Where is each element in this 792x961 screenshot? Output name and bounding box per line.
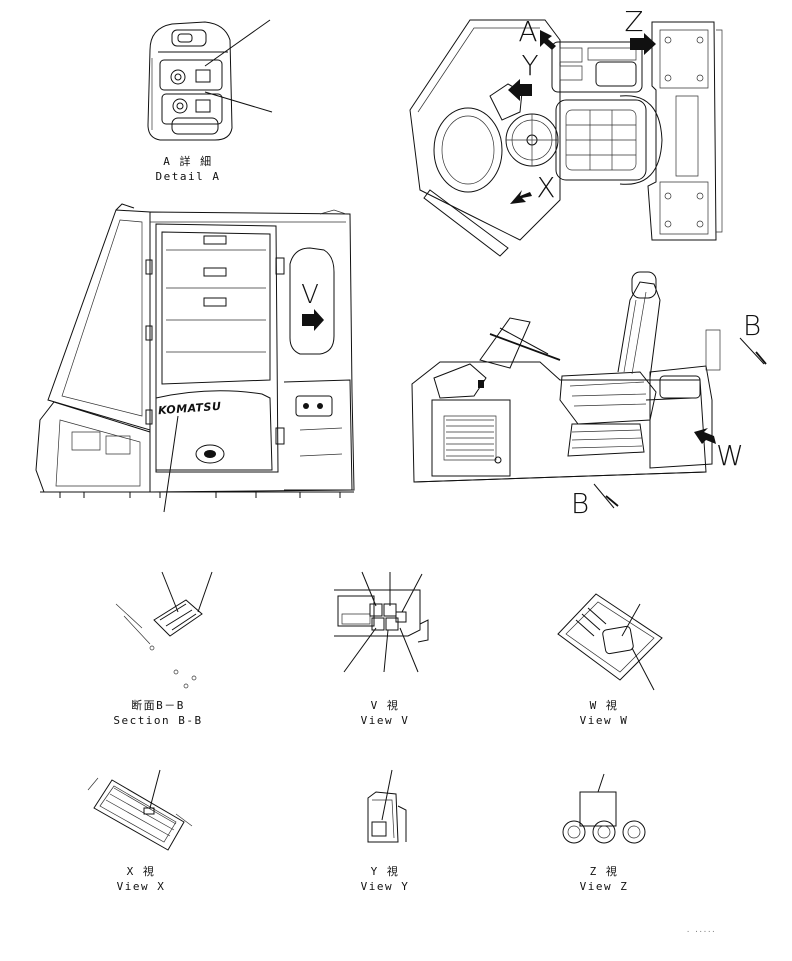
section-letter-b-bottom: B [570,487,590,520]
caption-view-x-en: View X [116,880,166,893]
caption-view-v: V 視 View V [361,698,410,728]
detail-a-drawing [148,20,272,140]
footer-code: · ····· [686,928,716,936]
view-letter-v: V [301,280,319,310]
view-x-drawing [88,770,192,850]
caption-view-z-ja: Z 視 [589,865,619,878]
caption-detail-a-ja: A 詳 細 [163,155,213,168]
caption-view-w-ja: W 視 [589,699,619,712]
caption-view-x: X 視 View X [117,864,166,894]
caption-detail-a: A 詳 細 Detail A [156,154,221,184]
caption-section-bb-en: Section B-B [113,714,203,727]
caption-view-v-en: View V [360,714,410,727]
caption-view-y-ja: Y 視 [370,865,400,878]
view-w-drawing [558,594,662,690]
view-letter-a: A [518,15,538,48]
seat-side-view-drawing [412,272,766,508]
caption-section-bb-ja: 断面B－B [131,699,185,712]
view-letter-y: Y [521,49,539,82]
view-z-drawing [563,774,645,843]
caption-view-z: Z 視 View Z [580,864,629,894]
top-view-drawing [410,20,722,256]
caption-view-z-en: View Z [579,880,629,893]
cab-side-view-drawing [36,204,354,512]
view-letter-w: W [716,439,744,472]
caption-view-x-ja: X 視 [126,865,156,878]
caption-section-bb: 断面B－B Section B-B [113,698,202,728]
caption-detail-a-en: Detail A [155,170,221,183]
caption-view-v-ja: V 視 [370,699,400,712]
section-bb-drawing [116,572,212,688]
caption-view-w-en: View W [579,714,629,727]
view-y-drawing [368,770,406,842]
view-v-drawing [334,572,428,672]
view-letter-z: Z [624,5,644,38]
caption-view-y-en: View Y [360,880,410,893]
caption-view-y: Y 視 View Y [361,864,410,894]
section-letter-b-top: B [742,309,762,342]
caption-view-w: W 視 View W [580,698,629,728]
view-letter-x: X [536,171,556,204]
